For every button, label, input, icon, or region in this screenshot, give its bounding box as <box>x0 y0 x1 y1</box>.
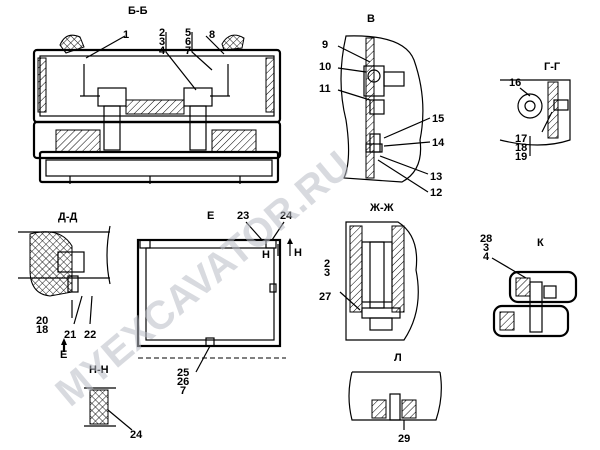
callout-k-3: 3 <box>483 242 489 254</box>
section-dd-drawing: Д-Д Е 20 18 21 22 <box>18 211 111 361</box>
callout-gg-16: 16 <box>509 77 521 89</box>
section-bb-title: Б-Б <box>128 5 148 17</box>
section-gg-drawing: Г-Г 16 17 18 19 <box>499 61 571 163</box>
callout-bb-7: 7 <box>185 45 191 57</box>
callout-bb-2: 2 <box>159 27 165 39</box>
callout-zh-2: 2 <box>324 258 330 270</box>
callout-v-11: 11 <box>319 83 331 95</box>
callout-e-26: 26 <box>177 376 189 388</box>
watermark-text: MYEXCAVATOR.RU <box>48 143 360 415</box>
section-dd-title: Д-Д <box>58 211 77 223</box>
callout-bb-8: 8 <box>209 29 215 41</box>
callout-dd-22: 22 <box>84 329 96 341</box>
section-zhzh-title: Ж-Ж <box>369 202 394 214</box>
view-e-title: Е <box>207 210 214 222</box>
callout-bb-4: 4 <box>159 45 166 57</box>
callout-bb-6: 6 <box>185 36 191 48</box>
section-zhzh-drawing: Ж-Ж 2 3 27 <box>319 202 419 341</box>
callout-v-15: 15 <box>432 113 444 125</box>
callout-zh-3: 3 <box>324 267 330 279</box>
callout-nn-24: 24 <box>130 429 143 441</box>
callout-v-10: 10 <box>319 61 331 73</box>
callout-dd-20: 20 <box>36 315 48 327</box>
callout-bb-1: 1 <box>123 29 129 41</box>
callout-dd-21: 21 <box>64 329 76 341</box>
callout-k-4: 4 <box>483 251 490 263</box>
detail-v-drawing: В 9 10 11 15 14 13 12 <box>319 13 445 199</box>
callout-gg-18: 18 <box>515 142 527 154</box>
view-e-drawing: Е Н Н 23 24 25 26 7 <box>136 210 302 397</box>
callout-bb-3: 3 <box>159 36 165 48</box>
callout-e-7: 7 <box>180 385 186 397</box>
callout-k-28: 28 <box>480 233 492 245</box>
callout-zh-27: 27 <box>319 291 331 303</box>
marker-h-right: Н <box>294 247 302 259</box>
callout-e-25: 25 <box>177 367 189 379</box>
detail-v-title: В <box>367 13 375 25</box>
marker-e-arrow: Е <box>60 349 67 361</box>
callout-l-29: 29 <box>398 433 410 445</box>
callout-v-12: 12 <box>430 187 442 199</box>
callout-v-14: 14 <box>432 137 445 149</box>
callout-v-9: 9 <box>322 39 328 51</box>
callout-bb-5: 5 <box>185 27 191 39</box>
callout-dd-18: 18 <box>36 324 48 336</box>
section-bb-drawing: Б-Б 1 2 3 4 5 6 7 8 <box>32 5 282 184</box>
callout-gg-17: 17 <box>515 133 527 145</box>
callout-v-13: 13 <box>430 171 442 183</box>
callout-e-23: 23 <box>237 210 249 222</box>
view-l-title: Л <box>394 352 402 364</box>
callout-gg-19: 19 <box>515 151 527 163</box>
section-nn-drawing: Н-Н 24 <box>84 364 143 441</box>
section-gg-title: Г-Г <box>544 61 561 73</box>
marker-h-left: Н <box>262 249 270 261</box>
view-l-drawing: Л 29 <box>348 352 442 445</box>
view-k-title: К <box>537 237 544 249</box>
section-nn-title: Н-Н <box>89 364 109 376</box>
callout-e-24: 24 <box>280 210 293 222</box>
view-k-drawing: К 28 3 4 <box>480 233 578 338</box>
